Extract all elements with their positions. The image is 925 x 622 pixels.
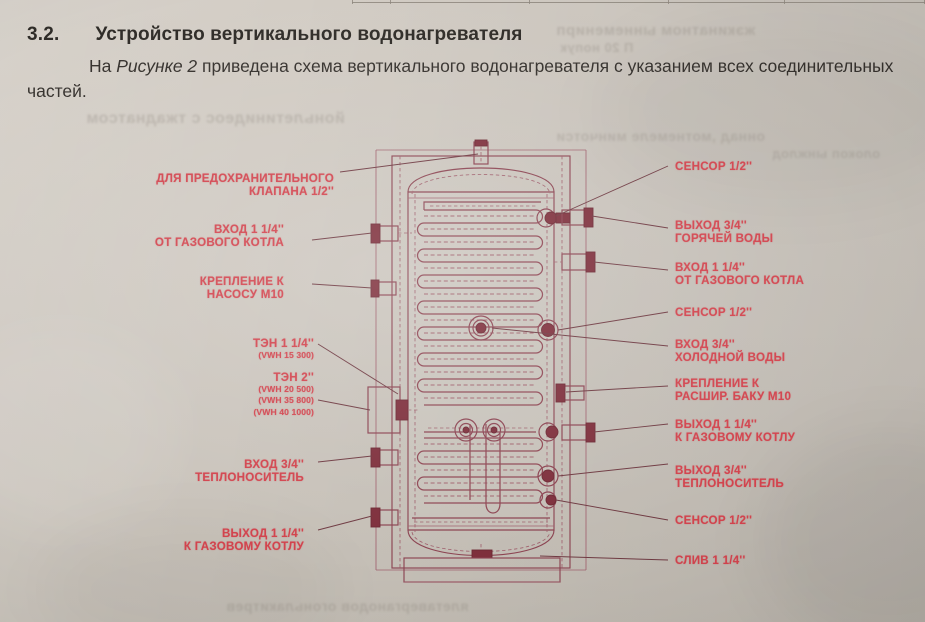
upper-heat-exchanger-coil xyxy=(416,201,544,406)
callout-line-1: СЛИВ 1 1/4'' xyxy=(675,554,746,567)
port-hot-water-outlet xyxy=(561,207,594,228)
port-sensor-bottom xyxy=(539,491,557,509)
port-inlet-gas-boiler-right xyxy=(554,251,596,273)
callout-line-1: ВЫХОД 1 1/4'' xyxy=(675,418,758,431)
callout-line-1: ВХОД 3/4'' xyxy=(675,338,735,351)
callout-line-2: ОТ ГАЗОВОГО КОТЛА xyxy=(154,236,284,249)
callout-line-2: К ГАЗОВОМУ КОТЛУ xyxy=(675,431,796,444)
lower-heat-exchanger-coil xyxy=(412,424,550,523)
callout-sensor-bottom: СЕНСОР 1/2'' xyxy=(675,514,752,527)
callout-line-1: ВЫХОД 3/4'' xyxy=(675,219,747,232)
callout-inlet-from-gas-boiler-right: ВХОД 1 1/4'' ОТ ГАЗОВОГО КОТЛА xyxy=(675,261,804,287)
callout-line-1: ВЫХОД 3/4'' xyxy=(675,464,747,477)
port-coolant-inlet xyxy=(370,447,399,468)
callout-model-code: (VWH 35 800) xyxy=(258,395,314,406)
callout-safety-valve: ДЛЯ ПРЕДОХРАНИТЕЛЬНОГО КЛАПАНА 1/2'' xyxy=(104,172,334,198)
port-pump-mount xyxy=(370,279,397,298)
port-safety-valve xyxy=(473,139,489,165)
callout-cold-water-inlet: ВХОД 3/4'' ХОЛОДНОЙ ВОДЫ xyxy=(675,338,785,364)
tank-base-pedestal xyxy=(403,557,561,583)
cut-off-table xyxy=(352,0,925,4)
callout-outlet-to-gas-boiler-left: ВЫХОД 1 1/4'' К ГАЗОВОМУ КОТЛУ xyxy=(104,527,304,553)
callout-line-1: ВХОД 3/4'' xyxy=(244,458,304,471)
section-paragraph: На Рисунке 2 приведена схема вертикально… xyxy=(27,54,907,104)
callout-line-2: ХОЛОДНОЙ ВОДЫ xyxy=(675,351,786,364)
callout-line-2: ТЕПЛОНОСИТЕЛЬ xyxy=(675,477,784,490)
port-cold-water-inlet xyxy=(468,315,494,341)
callout-drain: СЛИВ 1 1/4'' xyxy=(675,554,745,567)
leader-lines-left xyxy=(311,153,479,531)
callout-coolant-outlet: ВЫХОД 3/4'' ТЕПЛОНОСИТЕЛЬ xyxy=(675,464,784,490)
water-heater-diagram: .ln { stroke:#8c4452; stroke-width:1.15;… xyxy=(0,132,925,610)
callout-expansion-tank-mount: КРЕПЛЕНИЕ К РАСШИР. БАКУ М10 xyxy=(675,377,791,403)
callout-line-1: СЕНСОР 1/2'' xyxy=(675,306,753,319)
port-outlet-gas-boiler-left xyxy=(370,507,399,528)
callout-heating-element-1: ТЭН 1 1/4'' (VWH 15 300) xyxy=(124,337,314,361)
callout-model-code: (VWH 15 300) xyxy=(258,350,314,360)
figure-reference: Рисунке 2 xyxy=(116,56,198,76)
paragraph-text-after: приведена схема вертикального водонагрев… xyxy=(27,56,894,101)
callout-line-1: ВХОД 1 1/4'' xyxy=(675,261,746,274)
callout-line-1: СЕНСОР 1/2'' xyxy=(675,160,753,173)
callout-sensor-middle: СЕНСОР 1/2'' xyxy=(675,306,752,319)
callout-line-1: КРЕПЛЕНИЕ К xyxy=(199,275,284,288)
paragraph-text-before: На xyxy=(89,56,117,76)
callout-line-1: КРЕПЛЕНИЕ К xyxy=(675,377,760,390)
callout-line-1: ТЭН 2'' xyxy=(273,371,314,384)
port-inlet-gas-boiler-left xyxy=(370,223,412,244)
callout-line-1: ТЭН 1 1/4'' xyxy=(253,337,314,350)
section-title: Устройство вертикального водонагревателя xyxy=(95,24,523,45)
callout-pump-mount: КРЕПЛЕНИЕ К НАСОСУ М10 xyxy=(104,275,284,301)
callout-model-code: (VWH 20 500) xyxy=(258,384,314,394)
port-outlet-gas-boiler-right xyxy=(538,422,596,443)
port-drain xyxy=(471,544,493,559)
callout-line-1: СЕНСОР 1/2'' xyxy=(675,514,753,527)
callout-line-1: ДЛЯ ПРЕДОХРАНИТЕЛЬНОГО xyxy=(156,172,334,185)
callout-heating-element-2: ТЭН 2'' (VWH 20 500) (VWH 35 800) (VWH 4… xyxy=(124,371,314,418)
callout-hot-water-outlet: ВЫХОД 3/4'' ГОРЯЧЕЙ ВОДЫ xyxy=(675,219,773,245)
callout-line-2: РАСШИР. БАКУ М10 xyxy=(675,390,792,403)
callout-line-2: ГОРЯЧЕЙ ВОДЫ xyxy=(675,232,774,245)
callout-line-1: ВХОД 1 1/4'' xyxy=(213,223,284,236)
callout-coolant-inlet: ВХОД 3/4'' ТЕПЛОНОСИТЕЛЬ xyxy=(124,458,304,484)
callout-line-2: ТЕПЛОНОСИТЕЛЬ xyxy=(195,471,304,484)
callout-inlet-from-gas-boiler-left: ВХОД 1 1/4'' ОТ ГАЗОВОГО КОТЛА xyxy=(104,223,284,249)
tank-shell xyxy=(407,167,555,556)
callout-line-2: ОТ ГАЗОВОГО КОТЛА xyxy=(675,274,805,287)
leader-lines-right xyxy=(491,165,669,561)
port-expansion-tank-mount xyxy=(555,383,585,403)
callout-line-2: НАСОСУ М10 xyxy=(206,288,284,301)
callout-line-2: КЛАПАНА 1/2'' xyxy=(249,185,334,198)
callout-line-2: К ГАЗОВОМУ КОТЛУ xyxy=(183,540,304,553)
callout-outlet-to-gas-boiler-right: ВЫХОД 1 1/4'' К ГАЗОВОМУ КОТЛУ xyxy=(675,418,795,444)
callout-sensor-top: СЕНСОР 1/2'' xyxy=(675,160,752,173)
section-heading: 3.2. Устройство вертикального водонагрева… xyxy=(27,24,522,46)
section-number: 3.2. xyxy=(27,24,60,45)
callout-line-1: ВЫХОД 1 1/4'' xyxy=(221,527,304,540)
callout-model-code: (VWH 40 1000) xyxy=(253,406,314,417)
port-twin-bosses xyxy=(454,418,506,442)
